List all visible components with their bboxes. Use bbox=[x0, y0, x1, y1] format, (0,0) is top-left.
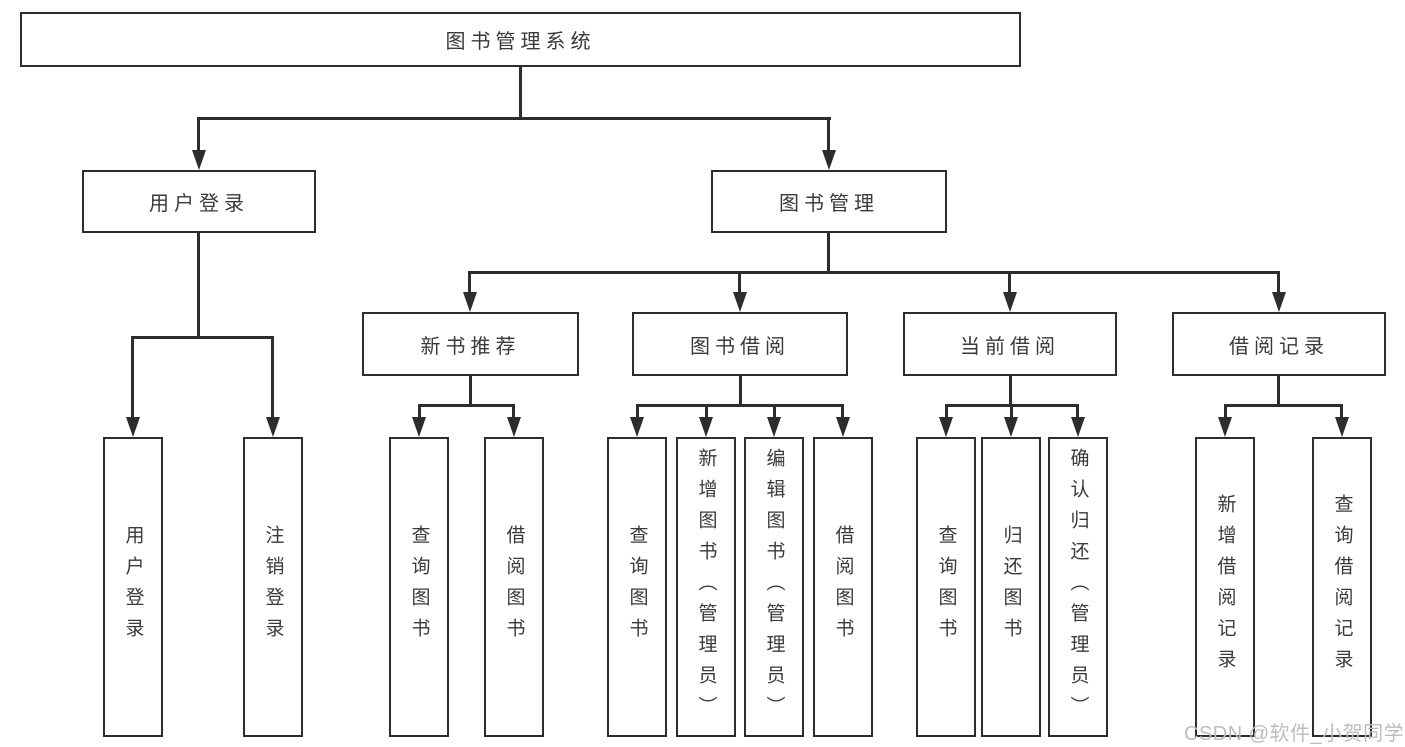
leaf-search-borrow-record: 查询借阅记录 bbox=[1312, 437, 1372, 737]
connector-drop-leaf bbox=[131, 336, 134, 419]
leaf-edit-book-admin: 编辑图书（管理员） bbox=[744, 437, 804, 737]
arrow-down-icon bbox=[822, 150, 836, 170]
connector-drop-leaf bbox=[945, 404, 948, 420]
connector-drop-user-login bbox=[197, 117, 200, 153]
connector-section-stem bbox=[1277, 375, 1280, 407]
node-book-management: 图书管理 bbox=[711, 170, 947, 233]
connector-section-stem bbox=[469, 375, 472, 407]
leaf-add-borrow-record: 新增借阅记录 bbox=[1195, 437, 1255, 737]
connector-drop-leaf bbox=[705, 404, 708, 420]
connector-section-stem bbox=[739, 375, 742, 407]
arrow-down-icon bbox=[266, 417, 280, 437]
leaf-current-search-books: 查询图书 bbox=[916, 437, 976, 737]
connector-leaf-rail bbox=[1224, 404, 1343, 407]
connector-leaf-rail bbox=[636, 404, 844, 407]
leaf-recommend-search-books: 查询图书 bbox=[389, 437, 449, 737]
arrow-down-icon bbox=[126, 417, 140, 437]
node-new-book-recommend: 新书推荐 bbox=[362, 312, 579, 376]
connector-section-stem bbox=[1009, 375, 1012, 407]
leaf-borrow-search-books: 查询图书 bbox=[607, 437, 667, 737]
connector-drop-section bbox=[1008, 271, 1011, 295]
arrow-down-icon bbox=[939, 417, 953, 437]
connector-drop-book-mgmt bbox=[827, 117, 830, 153]
leaf-user-login: 用户登录 bbox=[103, 437, 163, 737]
connector-drop-leaf bbox=[773, 404, 776, 420]
node-book-borrow: 图书借阅 bbox=[632, 312, 848, 376]
leaf-confirm-return-admin: 确认归还（管理员） bbox=[1048, 437, 1108, 737]
arrow-down-icon bbox=[1004, 417, 1018, 437]
arrow-down-icon bbox=[463, 292, 477, 312]
arrow-down-icon bbox=[192, 150, 206, 170]
connector-drop-leaf bbox=[418, 404, 421, 420]
connector-drop-leaf bbox=[1010, 404, 1013, 420]
node-current-borrow: 当前借阅 bbox=[903, 312, 1117, 376]
connector-drop-leaf bbox=[512, 404, 515, 420]
connector-book-mgmt-stem bbox=[827, 233, 830, 274]
connector-user-login-stem bbox=[197, 233, 200, 339]
arrow-down-icon bbox=[1218, 417, 1232, 437]
leaf-return-book: 归还图书 bbox=[981, 437, 1041, 737]
leaf-recommend-borrow-books: 借阅图书 bbox=[484, 437, 544, 737]
connector-level2-rail bbox=[197, 117, 831, 120]
connector-level3-rail bbox=[468, 271, 1280, 274]
arrow-down-icon bbox=[412, 417, 426, 437]
connector-drop-leaf bbox=[1076, 404, 1079, 420]
arrow-down-icon bbox=[1071, 417, 1085, 437]
connector-drop-leaf bbox=[636, 404, 639, 420]
arrow-down-icon bbox=[1003, 292, 1017, 312]
arrow-down-icon bbox=[699, 417, 713, 437]
node-root: 图书管理系统 bbox=[20, 12, 1021, 67]
connector-drop-section bbox=[1277, 271, 1280, 295]
node-user-login: 用户登录 bbox=[82, 170, 316, 233]
arrow-down-icon bbox=[836, 417, 850, 437]
connector-drop-leaf bbox=[841, 404, 844, 420]
leaf-logout: 注销登录 bbox=[243, 437, 303, 737]
connector-drop-leaf bbox=[1224, 404, 1227, 420]
arrow-down-icon bbox=[767, 417, 781, 437]
connector-drop-section bbox=[738, 271, 741, 295]
arrow-down-icon bbox=[630, 417, 644, 437]
connector-leaf-rail bbox=[418, 404, 515, 407]
connector-root-stem bbox=[519, 66, 522, 118]
arrow-down-icon bbox=[733, 292, 747, 312]
node-borrow-records: 借阅记录 bbox=[1172, 312, 1386, 376]
leaf-add-book-admin: 新增图书（管理员） bbox=[676, 437, 736, 737]
connector-drop-leaf bbox=[1340, 404, 1343, 420]
arrow-down-icon bbox=[1272, 292, 1286, 312]
connector-drop-section bbox=[468, 271, 471, 295]
connector-user-login-rail bbox=[131, 336, 274, 339]
arrow-down-icon bbox=[1335, 417, 1349, 437]
arrow-down-icon bbox=[507, 417, 521, 437]
leaf-borrow-book: 借阅图书 bbox=[813, 437, 873, 737]
connector-drop-leaf bbox=[271, 336, 274, 419]
watermark: CSDN @软件_小贺同学 bbox=[1184, 723, 1405, 745]
